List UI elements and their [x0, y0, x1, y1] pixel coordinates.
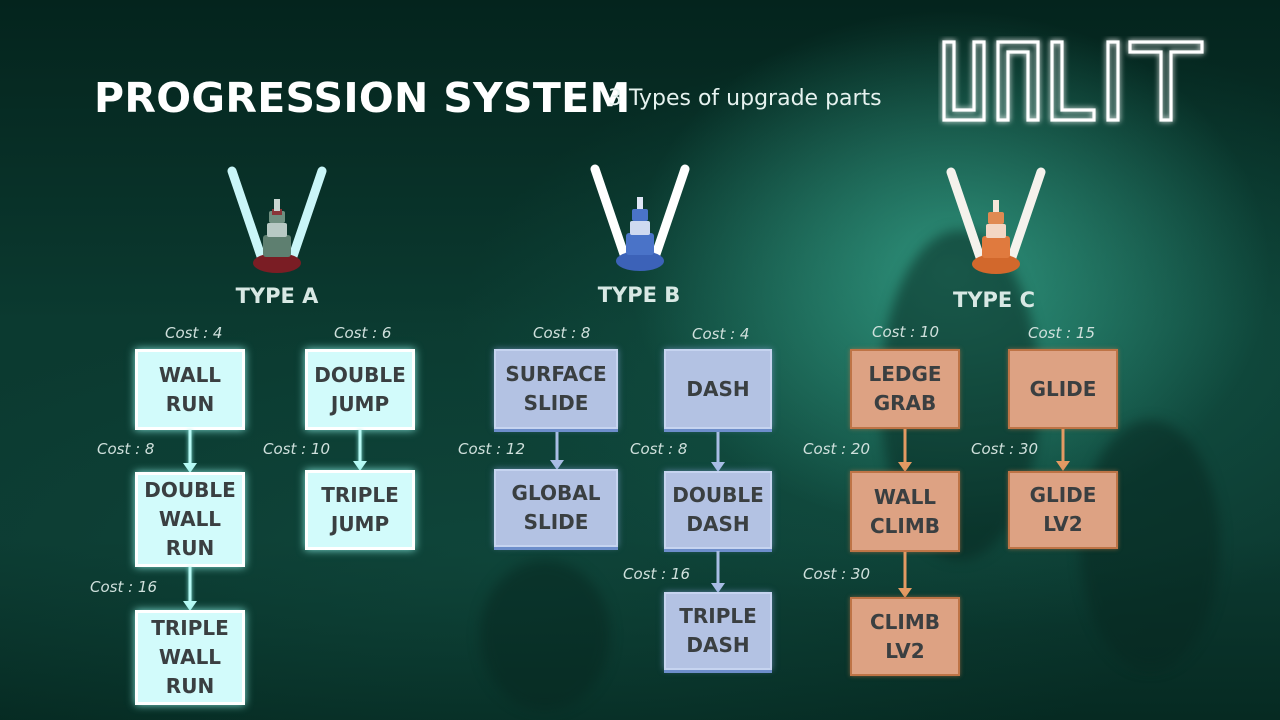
unlit-logo: [942, 40, 1204, 122]
upgrade-node-glide: GLIDE: [1008, 349, 1118, 429]
upgrade-arrow: [352, 430, 368, 471]
cost-label: Cost : 8: [533, 324, 591, 342]
upgrade-arrow: [1055, 429, 1071, 471]
upgrade-node-double-dash: DOUBLE DASH: [664, 471, 772, 549]
background-figure: [480, 560, 610, 710]
upgrade-node-dash: DASH: [664, 349, 772, 429]
upgrade-arrow: [897, 429, 913, 472]
type-b-part-icon: [590, 164, 690, 271]
cost-label: Cost : 6: [334, 324, 392, 342]
upgrade-arrow: [182, 430, 198, 473]
upgrade-arrow: [549, 432, 565, 470]
type-c-part-icon: [946, 167, 1046, 274]
upgrade-arrow: [710, 432, 726, 472]
cost-label: Cost : 15: [1028, 324, 1096, 342]
upgrade-node-ledge-grab: LEDGE GRAB: [850, 349, 960, 429]
cost-label: Cost : 30: [803, 565, 871, 583]
upgrade-node-double-jump: DOUBLE JUMP: [305, 349, 415, 430]
cost-label: Cost : 4: [165, 324, 223, 342]
upgrade-node-triple-wall-run: TRIPLE WALL RUN: [135, 610, 245, 705]
cost-label: Cost : 4: [692, 325, 750, 343]
cost-label: Cost : 30: [971, 440, 1039, 458]
cost-label: Cost : 12: [458, 440, 526, 458]
upgrade-node-climb-lv2: CLIMB LV2: [850, 597, 960, 676]
upgrade-node-double-wall-run: DOUBLE WALL RUN: [135, 472, 245, 567]
upgrade-node-wall-run: WALL RUN: [135, 349, 245, 430]
type-b-label: TYPE B: [597, 283, 681, 307]
type-a-label: TYPE A: [235, 284, 319, 308]
upgrade-node-surface-slide: SURFACE SLIDE: [494, 349, 618, 429]
cost-label: Cost : 10: [263, 440, 331, 458]
upgrade-node-global-slide: GLOBAL SLIDE: [494, 469, 618, 547]
upgrade-node-wall-climb: WALL CLIMB: [850, 471, 960, 552]
page-subtitle: 3 Types of upgrade parts: [608, 86, 882, 111]
upgrade-node-triple-jump: TRIPLE JUMP: [305, 470, 415, 550]
cost-label: Cost : 16: [90, 578, 158, 596]
cost-label: Cost : 10: [872, 323, 940, 341]
type-a-part-icon: [227, 166, 327, 273]
page-title: PROGRESSION SYSTEM: [94, 74, 631, 122]
upgrade-arrow: [710, 551, 726, 593]
upgrade-arrow: [182, 567, 198, 611]
upgrade-node-triple-dash: TRIPLE DASH: [664, 592, 772, 670]
cost-label: Cost : 20: [803, 440, 871, 458]
cost-label: Cost : 8: [630, 440, 688, 458]
cost-label: Cost : 8: [97, 440, 155, 458]
upgrade-node-glide-lv2: GLIDE LV2: [1008, 471, 1118, 549]
cost-label: Cost : 16: [623, 565, 691, 583]
upgrade-arrow: [897, 552, 913, 598]
type-c-label: TYPE C: [953, 288, 1035, 312]
